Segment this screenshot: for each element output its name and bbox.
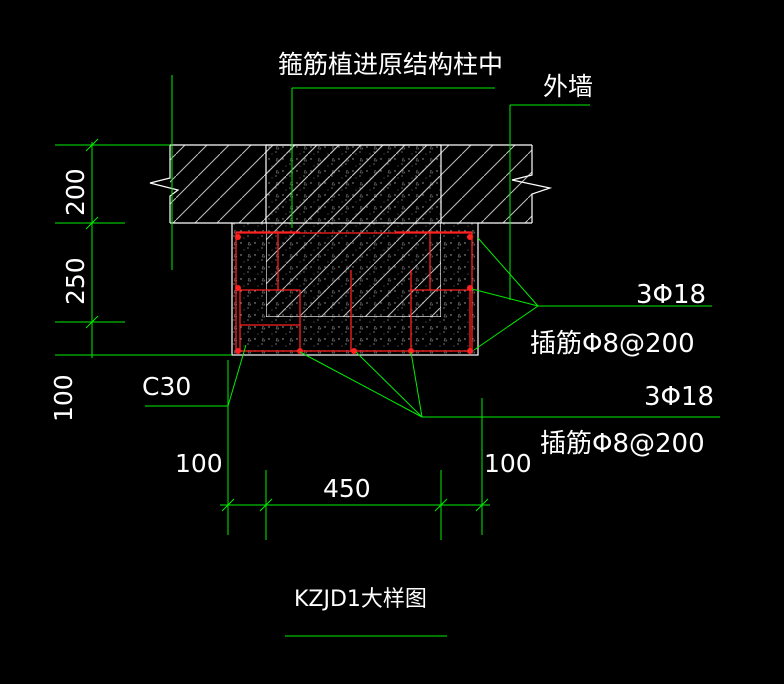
concrete-grade-label: C30 bbox=[142, 372, 191, 401]
stirrup-note-label: 箍筋植进原结构柱中 bbox=[278, 50, 503, 79]
new-concrete-jacket bbox=[231, 222, 479, 356]
dim-450-label: 450 bbox=[323, 474, 371, 503]
rebar-dots bbox=[235, 234, 473, 354]
dim-100-bottom-left-label: 100 bbox=[175, 449, 223, 478]
dowel-top-label: 插筋Φ8@200 bbox=[530, 329, 695, 359]
outer-wall-label: 外墙 bbox=[543, 72, 593, 101]
dowel-bottom-label: 插筋Φ8@200 bbox=[540, 429, 705, 459]
dimension-lines bbox=[55, 75, 720, 637]
drawing-title: KZJD1大样图 bbox=[294, 587, 427, 612]
rebar-bottom-label: 3Φ18 bbox=[644, 382, 714, 412]
dim-100-left-label: 100 bbox=[49, 374, 78, 422]
dim-250-label: 250 bbox=[61, 257, 90, 305]
existing-column bbox=[265, 144, 442, 318]
dim-100-bottom-right-label: 100 bbox=[484, 449, 532, 478]
dim-200-label: 200 bbox=[61, 168, 90, 216]
rebar-top-label: 3Φ18 bbox=[636, 280, 706, 310]
